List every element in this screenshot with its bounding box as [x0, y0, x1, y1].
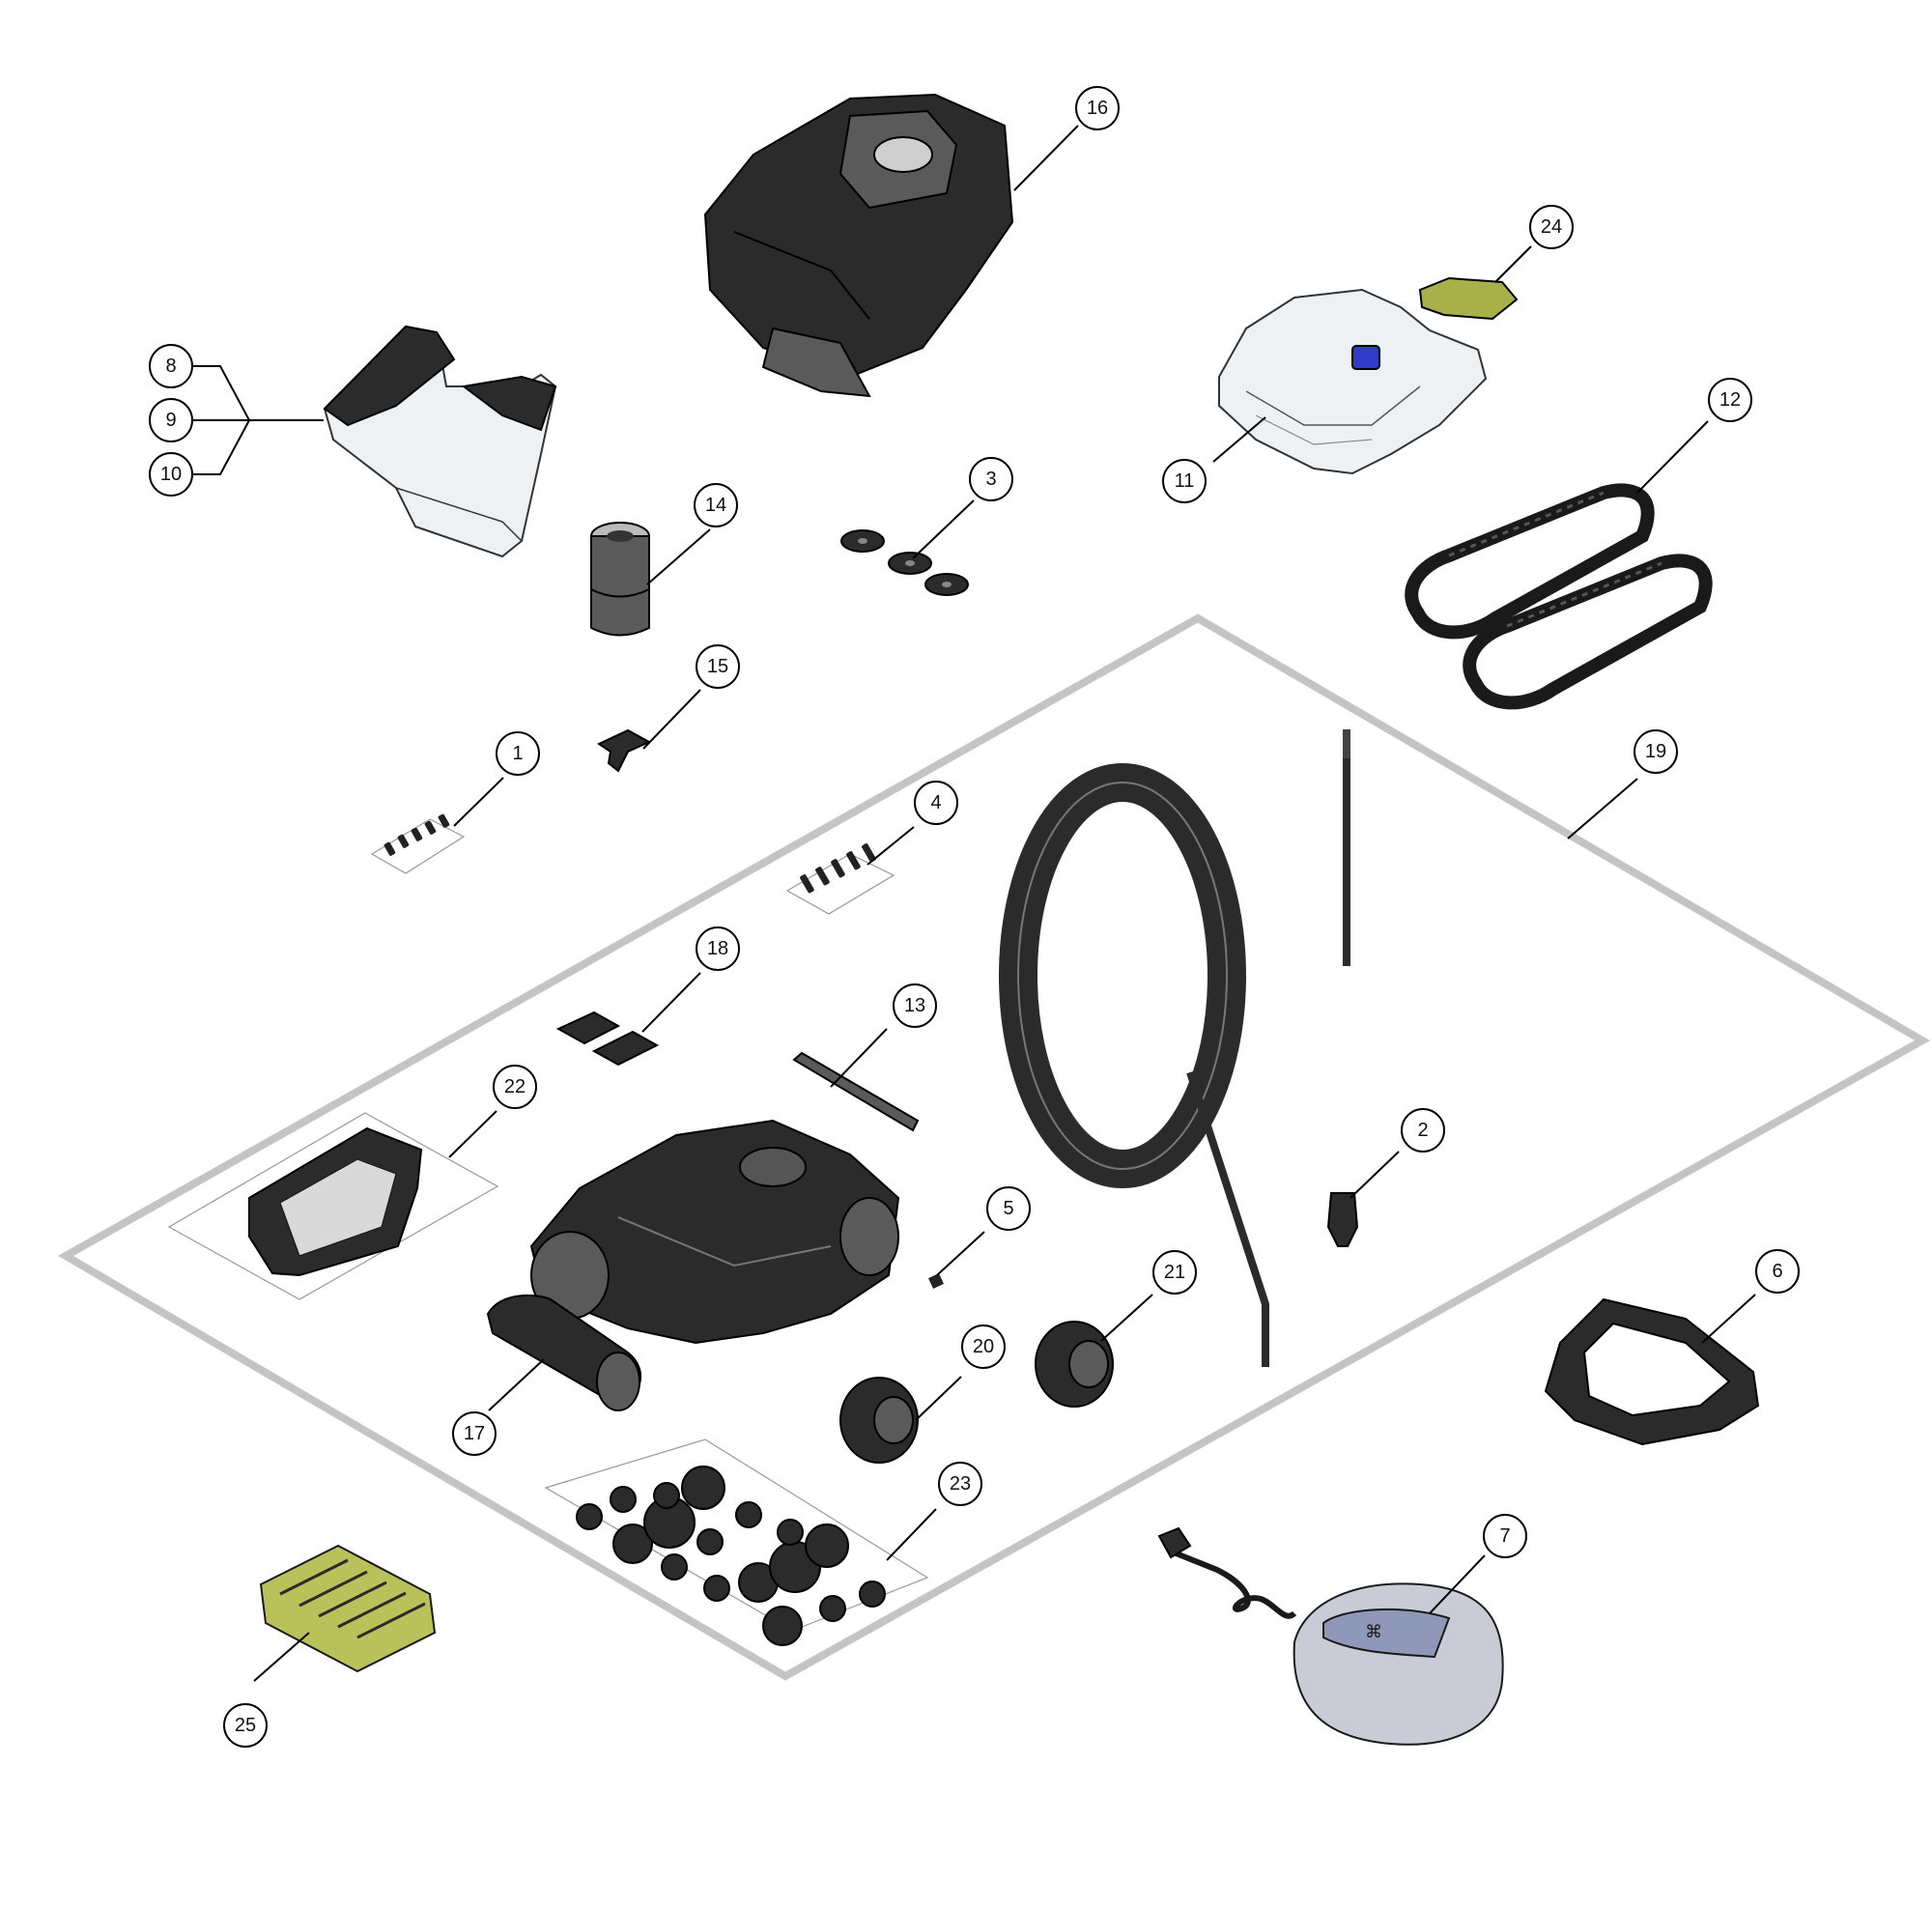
callout-label-19: 19: [1645, 741, 1666, 762]
robot-chassis: [529, 1119, 900, 1345]
callout-label-20: 20: [973, 1336, 994, 1357]
callout-label-14: 14: [705, 495, 726, 516]
callout-14: 14: [694, 483, 738, 527]
callout-16: 16: [1075, 86, 1120, 130]
kit-19-frame: [57, 613, 1931, 1681]
part-24-latch: [1418, 276, 1519, 321]
callout-label-25: 25: [235, 1715, 256, 1736]
callout-13: 13: [893, 983, 937, 1028]
callout-10: 10: [149, 452, 193, 497]
part-12-tracks: [1405, 483, 1713, 710]
callout-20: 20: [961, 1324, 1006, 1369]
part-4-screw-set: [785, 843, 895, 915]
callout-label-15: 15: [707, 656, 728, 677]
callout-12: 12: [1708, 378, 1752, 422]
part-9-filter-basket: [323, 325, 557, 558]
part-14-impeller-housing: [590, 522, 650, 637]
part-2-swivel: [1326, 1192, 1359, 1247]
callout-label-6: 6: [1772, 1261, 1782, 1282]
part-21-wheel: [1035, 1321, 1114, 1408]
callout-11: 11: [1162, 459, 1207, 503]
callout-label-21: 21: [1164, 1262, 1185, 1283]
part-7-power-supply: ⌘: [1157, 1526, 1504, 1746]
part-16-top-housing: [703, 93, 1014, 398]
callout-19: 19: [1634, 729, 1678, 774]
callout-21: 21: [1152, 1250, 1197, 1295]
callout-25: 25: [223, 1703, 268, 1748]
part-22-brush-holder: [167, 1112, 499, 1300]
part-13-rail: [792, 1051, 920, 1132]
callout-18: 18: [696, 926, 740, 971]
callout-6: 6: [1755, 1249, 1800, 1294]
part-18-pads: [555, 1011, 660, 1067]
callout-5: 5: [986, 1186, 1031, 1231]
callout-label-13: 13: [904, 995, 925, 1016]
robot-symbol-icon: ⌘: [1365, 1622, 1382, 1642]
callout-label-12: 12: [1719, 389, 1741, 411]
callout-label-4: 4: [930, 792, 941, 813]
callout-label-8: 8: [165, 356, 176, 377]
part-6-handle: [1544, 1297, 1760, 1446]
callout-label-5: 5: [1003, 1198, 1013, 1219]
callout-label-11: 11: [1175, 470, 1195, 492]
callout-label-7: 7: [1499, 1525, 1510, 1547]
part-20-wheel: [839, 1377, 919, 1464]
part-11-filter-lid: [1218, 288, 1488, 475]
part-17-roller: [486, 1294, 642, 1411]
part-1-screw-set: [370, 813, 466, 874]
callout-24: 24: [1529, 205, 1574, 249]
callout-8: 8: [149, 344, 193, 388]
part-3-discs: [840, 529, 969, 596]
callout-label-16: 16: [1087, 98, 1108, 119]
callout-2: 2: [1401, 1108, 1445, 1153]
callout-label-10: 10: [160, 464, 182, 485]
part-5-clip: [928, 1273, 944, 1289]
part-25-brush: [259, 1544, 437, 1673]
callout-22: 22: [493, 1065, 537, 1109]
callout-1: 1: [496, 731, 540, 776]
callout-label-1: 1: [512, 743, 523, 764]
leader-lines: [193, 125, 1756, 1682]
callout-label-18: 18: [707, 938, 728, 959]
callout-17: 17: [452, 1411, 497, 1456]
callout-label-2: 2: [1417, 1120, 1428, 1141]
callout-label-3: 3: [985, 469, 996, 490]
callout-9: 9: [149, 398, 193, 442]
part-15-impeller: [596, 728, 652, 773]
callout-4: 4: [914, 781, 958, 825]
callout-label-22: 22: [504, 1076, 526, 1097]
callout-label-17: 17: [464, 1423, 485, 1444]
callout-label-24: 24: [1541, 216, 1562, 238]
part-23-gear-set: [544, 1438, 929, 1646]
callout-label-23: 23: [950, 1473, 971, 1495]
callout-15: 15: [696, 644, 740, 689]
callout-7: 7: [1483, 1514, 1527, 1558]
callout-3: 3: [969, 457, 1013, 501]
callout-23: 23: [938, 1462, 982, 1506]
callout-label-9: 9: [165, 410, 176, 431]
cable-coil: [999, 729, 1350, 1367]
